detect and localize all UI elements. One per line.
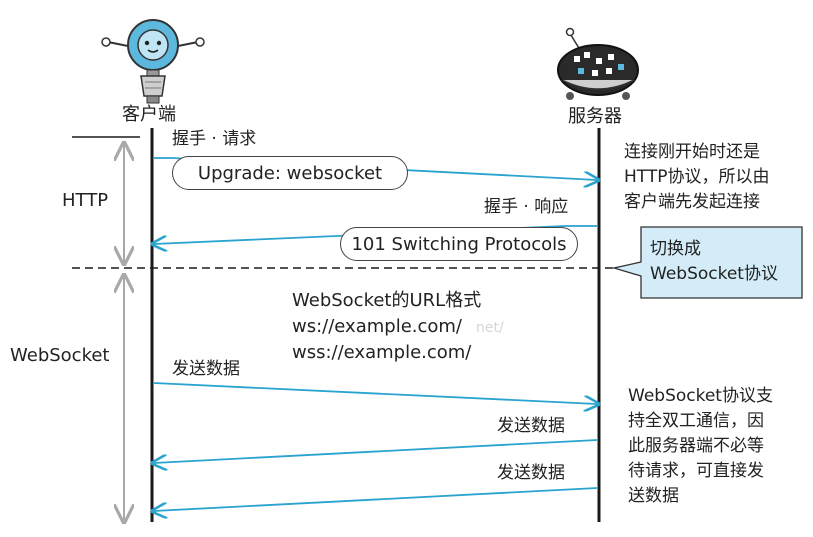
http-note-line-3: 客户端先发起连接 <box>624 192 760 212</box>
send-data-arrow-1 <box>153 382 597 404</box>
switch-callout-line-2: WebSocket协议 <box>650 264 778 284</box>
websocket-note-line-1: WebSocket协议支 <box>628 386 773 406</box>
websocket-note: WebSocket协议支 持全双工通信，因 此服务器端不必等 待请求，可直接发 … <box>628 384 773 509</box>
websocket-note-line-3: 此服务器端不必等 <box>628 436 764 456</box>
send-data-label-2: 发送数据 <box>497 416 565 436</box>
websocket-note-line-2: 持全双工通信，因 <box>628 411 764 431</box>
switching-protocols-pill: 101 Switching Protocols <box>340 227 578 261</box>
http-note-line-2: HTTP协议，所以由 <box>624 167 770 187</box>
server-label: 服务器 <box>568 106 622 127</box>
websocket-note-line-5: 送数据 <box>628 486 679 506</box>
switching-response-arrow <box>154 225 597 244</box>
switch-callout-box <box>611 226 803 299</box>
upgrade-websocket-pill: Upgrade: websocket <box>172 156 408 190</box>
watermark: net/ <box>476 320 504 336</box>
wss-url: wss://example.com/ <box>292 342 472 363</box>
send-data-arrow-2 <box>154 439 598 463</box>
upgrade-request-arrow <box>154 157 597 180</box>
send-data-arrow-3 <box>154 487 598 511</box>
send-data-label-1: 发送数据 <box>172 359 240 379</box>
robot-client-icon <box>101 19 205 104</box>
websocket-note-line-4: 待请求，可直接发 <box>628 461 764 481</box>
http-note: 连接刚开始时还是 HTTP协议，所以由 客户端先发起连接 <box>624 140 770 215</box>
send-data-label-3: 发送数据 <box>497 463 565 483</box>
url-format-title: WebSocket的URL格式 <box>292 290 482 311</box>
client-label: 客户端 <box>122 104 176 125</box>
ws-url: ws://example.com/ <box>292 316 462 337</box>
http-note-line-1: 连接刚开始时还是 <box>624 142 760 162</box>
robot-server-icon <box>557 27 639 100</box>
websocket-phase-label: WebSocket <box>10 345 110 366</box>
http-phase-label: HTTP <box>62 190 109 211</box>
handshake-request-label: 握手 · 请求 <box>172 129 257 149</box>
switch-callout-text: 切换成 WebSocket协议 <box>650 237 778 287</box>
switch-callout-line-1: 切换成 <box>650 239 701 259</box>
handshake-response-label: 握手 · 响应 <box>484 197 569 217</box>
